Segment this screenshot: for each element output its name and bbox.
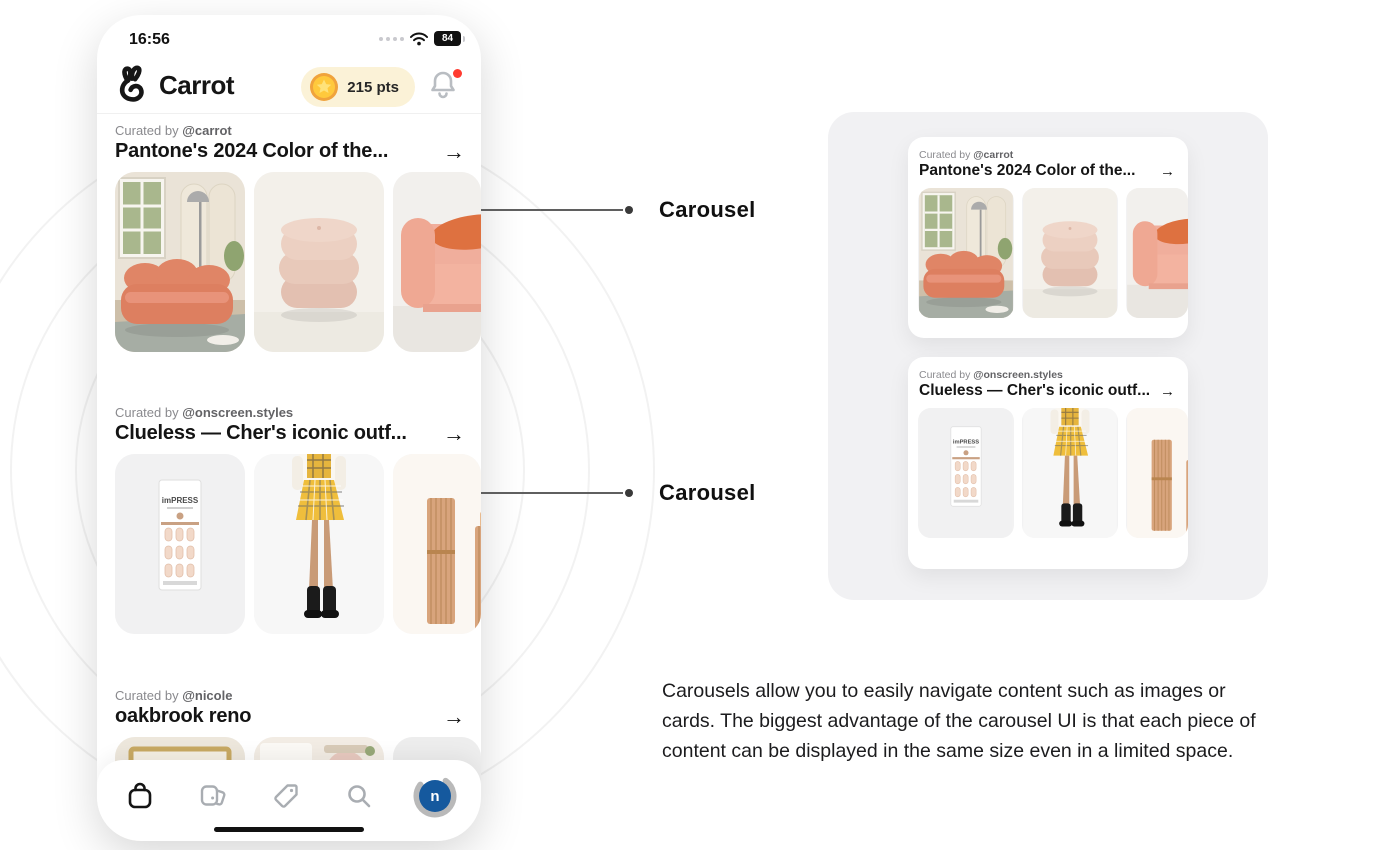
carousel-image-pink-ottoman [1022,188,1118,318]
carousel-title[interactable]: oakbrook reno [115,705,252,727]
shopping-bag-icon [128,782,152,809]
status-bar: 16:56 84 [97,29,481,53]
shop-tab[interactable] [121,777,159,815]
curator-handle: @onscreen.styles [973,369,1063,381]
app-logo: Carrot [115,65,235,105]
cellular-signal-icon [379,36,404,41]
header-divider [97,113,481,114]
arrow-right-icon[interactable]: → [443,138,465,164]
curated-prefix: Curated by [115,123,183,138]
callout-line [481,492,623,494]
carousel-image-wavy-coral-sofa [918,188,1014,318]
curated-prefix: Curated by [919,369,974,381]
home-indicator[interactable] [214,827,364,832]
mockup-panel: Curated by @carrot Pantone's 2024 Color … [828,112,1268,600]
arrow-right-icon: → [1160,162,1175,180]
curated-by-line: Curated by @onscreen.styles [908,357,1188,381]
progress-ring-icon [413,774,457,818]
search-icon [348,785,371,808]
carousel-section-clueless: Curated by @onscreen.styles Clueless — C… [97,405,481,634]
notification-badge-dot [453,69,462,78]
curated-by-line: Curated by @nicole [97,688,481,703]
curator-handle[interactable]: @onscreen.styles [182,405,294,420]
curated-by-line: Curated by @onscreen.styles [97,405,481,420]
carousel-image-lipstick [1126,408,1188,538]
carousel-track[interactable] [97,454,481,634]
arrow-right-icon[interactable]: → [443,420,465,446]
curator-handle: @carrot [973,149,1014,161]
carrot-rabbit-logo-icon [119,65,144,102]
curated-prefix: Curated by [115,688,183,703]
status-time: 16:56 [129,31,170,48]
deals-tab[interactable] [267,777,305,815]
callout-carousel-2: Carousel [481,480,756,505]
carousel-image-press-on-nails [918,408,1014,538]
curated-prefix: Curated by [919,149,974,161]
arrow-right-icon[interactable]: → [443,703,465,729]
carousel-image-lipstick[interactable] [393,454,481,634]
callout-line [481,209,623,211]
carousel-title[interactable]: Pantone's 2024 Color of the... [115,140,389,162]
curated-by-line: Curated by @carrot [908,137,1188,161]
carousel-image-wavy-coral-sofa[interactable] [115,172,245,352]
wifi-icon [410,32,428,45]
carousel-image-pink-sofa [1126,188,1188,318]
curated-prefix: Curated by [115,405,183,420]
avatar: n [419,780,451,812]
curated-by-line: Curated by @carrot [97,123,481,138]
cards-tab[interactable] [194,777,232,815]
carousel-track [908,188,1188,318]
points-button[interactable]: 215 pts [301,67,415,107]
carousel-image-plaid-skirt [1022,408,1118,538]
carousel-image-press-on-nails[interactable] [115,454,245,634]
callout-label: Carousel [659,480,756,505]
carousel-title: Pantone's 2024 Color of the... [919,162,1136,179]
bell-icon [431,71,455,99]
battery-icon: 84 [434,31,465,46]
profile-tab[interactable]: n [413,774,457,818]
curator-handle[interactable]: @nicole [182,688,233,703]
carousel-track [908,408,1188,538]
points-label: 215 pts [347,78,399,96]
app-name: Carrot [159,69,235,100]
gift-card-icon [200,785,226,806]
callout-dot [625,489,633,497]
carousel-track[interactable] [97,172,481,352]
app-header: Carrot 215 pts [97,59,481,113]
coin-icon [310,73,339,101]
mini-card-pantone: Curated by @carrot Pantone's 2024 Color … [908,137,1188,338]
carousel-title: Clueless — Cher's iconic outf... [919,382,1151,399]
callout-dot [625,206,633,214]
carousel-section-pantone: Curated by @carrot Pantone's 2024 Color … [97,123,481,352]
carousel-image-pink-ottoman[interactable] [254,172,384,352]
search-tab[interactable] [340,777,378,815]
arrow-right-icon: → [1160,382,1175,400]
feed-scroll-area[interactable]: Curated by @carrot Pantone's 2024 Color … [97,114,481,841]
bottom-nav-bar: n [97,760,481,841]
callout-carousel-1: Carousel [481,197,756,222]
notifications-button[interactable] [429,69,463,105]
phone-mockup: 16:56 84 Carr [97,15,481,841]
carousel-image-plaid-skirt[interactable] [254,454,384,634]
carousel-image-pink-sofa[interactable] [393,172,481,352]
carousel-title[interactable]: Clueless — Cher's iconic outf... [115,422,407,444]
description-paragraph: Carousels allow you to easily navigate c… [662,680,1256,762]
mini-card-clueless: Curated by @onscreen.styles Clueless — C… [908,357,1188,569]
callout-label: Carousel [659,197,756,222]
tag-icon [274,784,298,808]
curator-handle[interactable]: @carrot [182,123,232,138]
